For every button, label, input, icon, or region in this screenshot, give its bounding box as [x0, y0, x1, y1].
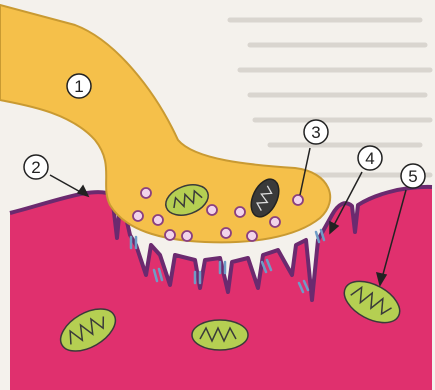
vesicle	[141, 188, 151, 198]
callout-5: 5	[401, 164, 425, 188]
callout-2: 2	[24, 155, 48, 179]
vesicle	[235, 207, 245, 217]
vesicle	[270, 217, 280, 227]
vesicle	[293, 195, 303, 205]
vesicle	[207, 205, 217, 215]
callout-3-label: 3	[311, 123, 320, 142]
callout-4-label: 4	[365, 149, 374, 168]
muscle-mitochondrion	[192, 320, 248, 350]
background-texture	[230, 20, 430, 175]
vesicle	[133, 211, 143, 221]
vesicle	[182, 231, 192, 241]
callout-2-label: 2	[31, 158, 40, 177]
vesicle	[247, 231, 257, 241]
vesicle	[165, 230, 175, 240]
callout-4: 4	[358, 146, 382, 170]
callout-1: 1	[67, 74, 91, 98]
callout-1-label: 1	[74, 77, 83, 96]
callout-3: 3	[304, 120, 328, 144]
callout-5-label: 5	[408, 167, 417, 186]
vesicle	[221, 228, 231, 238]
vesicle	[153, 215, 163, 225]
